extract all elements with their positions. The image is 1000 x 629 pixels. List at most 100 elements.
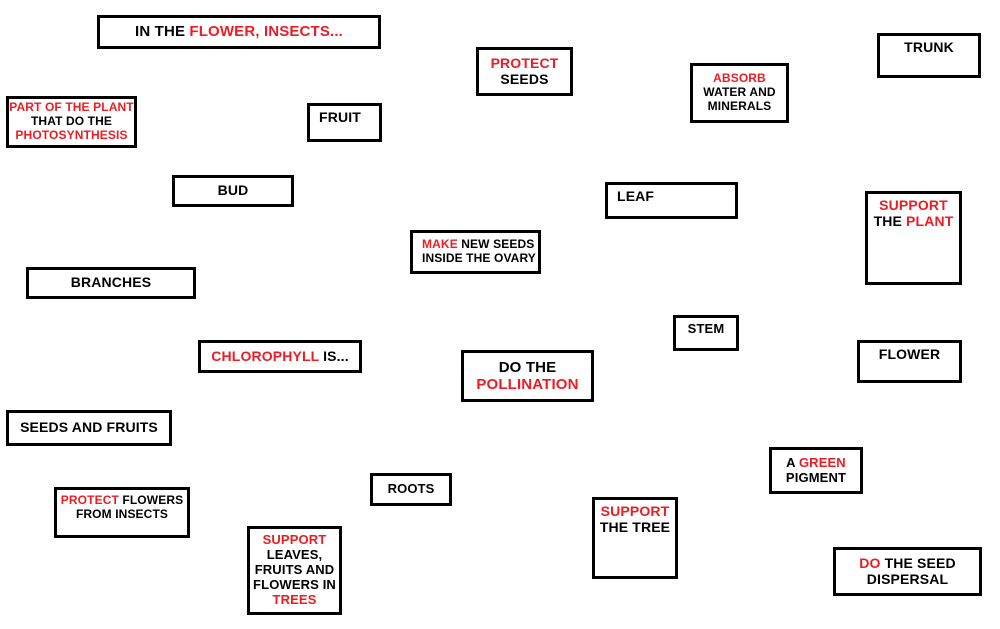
card-text-line: WATER AND xyxy=(703,85,776,100)
concept-card-branches[interactable]: BRANCHES xyxy=(26,267,196,299)
highlighted-term: MAKE xyxy=(422,237,458,252)
concept-card-stem[interactable]: STEM xyxy=(673,315,739,351)
highlighted-term: ABSORB xyxy=(713,71,766,86)
highlighted-term: SUPPORT xyxy=(600,503,670,519)
plain-term: SEEDS xyxy=(500,70,549,87)
card-text-line: PHOTOSYNTHESIS xyxy=(15,127,128,143)
highlighted-term: PROTECT xyxy=(60,493,119,507)
plain-term: THE TREE xyxy=(599,518,671,535)
card-text-line: DO THE SEED xyxy=(859,554,956,572)
plain-term: FRUITS AND xyxy=(254,562,335,578)
card-text-line: SUPPORT xyxy=(600,503,670,520)
plain-term: THE SEED xyxy=(880,554,956,571)
plain-term: BUD xyxy=(217,182,249,199)
plain-term: FLOWERS xyxy=(118,493,184,507)
plain-term: DISPERSAL xyxy=(866,570,949,587)
card-text-line: THE TREE xyxy=(599,518,671,536)
card-text-line: PIGMENT xyxy=(785,469,847,486)
card-text-line: FRUIT xyxy=(319,109,361,126)
card-text-line: POLLINATION xyxy=(476,376,578,393)
card-text-line: PROTECT xyxy=(490,54,559,72)
plain-term: FLOWERS IN xyxy=(253,576,336,592)
plain-term: STEM xyxy=(687,321,725,336)
highlighted-term: FLOWER, INSECTS... xyxy=(189,23,343,41)
card-text-line: THE PLANT xyxy=(873,212,954,230)
plain-term: IS... xyxy=(319,347,349,364)
plain-term: LEAVES, xyxy=(266,547,323,563)
highlighted-term: TREES xyxy=(272,591,317,607)
card-text-line: CHLOROPHYLL IS... xyxy=(211,347,349,365)
plain-term: PIGMENT xyxy=(785,469,847,485)
card-text-line: BUD xyxy=(217,182,249,199)
card-text-line: DISPERSAL xyxy=(866,570,949,588)
card-text-line: FROM INSECTS xyxy=(75,506,169,522)
plain-term: ROOTS xyxy=(387,481,435,497)
highlighted-term: GREEN xyxy=(798,454,846,470)
highlighted-term: DO xyxy=(859,554,881,571)
plain-term: IN THE xyxy=(135,23,190,41)
concept-card-fruit[interactable]: FRUIT xyxy=(307,103,382,142)
plain-term: THAT DO THE xyxy=(30,114,113,129)
concept-card-bud[interactable]: BUD xyxy=(172,175,294,207)
highlighted-term: PROTECT xyxy=(490,54,559,71)
plain-term: FRUIT xyxy=(319,109,361,125)
highlighted-term: POLLINATION xyxy=(476,376,579,393)
concept-card-leaf[interactable]: LEAF xyxy=(605,182,738,219)
card-text-line: FRUITS AND xyxy=(254,562,335,578)
card-text-line: SEEDS xyxy=(500,70,549,88)
card-text-line: LEAVES, xyxy=(266,547,323,563)
card-text-line: MINERALS xyxy=(707,98,772,114)
card-text-line: SUPPORT xyxy=(263,533,327,548)
concept-card-flower[interactable]: FLOWER xyxy=(857,340,962,383)
card-text-line: SUPPORT xyxy=(879,197,948,214)
plain-term: NEW SEEDS xyxy=(457,237,535,252)
concept-card-chlorophyll-is[interactable]: CHLOROPHYLL IS... xyxy=(198,340,362,373)
concept-card-roots[interactable]: ROOTS xyxy=(370,473,452,506)
card-text-line: IN THE FLOWER, INSECTS... xyxy=(135,23,343,40)
plain-term: FLOWER xyxy=(878,346,941,362)
card-text-line: ABSORB xyxy=(713,72,766,86)
card-text-line: BRANCHES xyxy=(70,274,152,291)
plain-term: INSIDE THE OVARY xyxy=(422,251,536,265)
plain-term: SEEDS AND FRUITS xyxy=(20,419,158,436)
plain-term: WATER AND xyxy=(703,85,776,100)
card-text-line: DO THE xyxy=(499,359,557,376)
card-text-line: THAT DO THE xyxy=(30,114,113,129)
card-text-line: A GREEN xyxy=(786,454,846,471)
card-text-line: SEEDS AND FRUITS xyxy=(20,419,158,436)
plain-term: A xyxy=(786,454,799,470)
card-text-line: TRUNK xyxy=(904,39,954,56)
card-text-line: MAKE NEW SEEDS xyxy=(422,237,535,252)
concept-card-seeds-and-fruits[interactable]: SEEDS AND FRUITS xyxy=(6,410,172,446)
card-text-line: FLOWERS IN xyxy=(253,576,336,593)
highlighted-term: PART OF THE PLANT xyxy=(9,100,134,115)
plain-term: MINERALS xyxy=(707,98,772,113)
card-text-line: INSIDE THE OVARY xyxy=(422,251,536,266)
plain-term: TRUNK xyxy=(904,39,954,55)
card-text-line: STEM xyxy=(687,321,725,337)
plain-term: LEAF xyxy=(617,188,655,204)
highlighted-term: PLANT xyxy=(906,212,954,229)
card-text-line: LEAF xyxy=(617,188,655,205)
plain-term: FROM INSECTS xyxy=(75,506,169,521)
concept-card-trunk[interactable]: TRUNK xyxy=(877,33,981,78)
highlighted-term: PHOTOSYNTHESIS xyxy=(15,127,128,142)
card-text-line: FLOWER xyxy=(878,346,941,363)
card-text-line: TREES xyxy=(272,591,317,608)
plain-term: BRANCHES xyxy=(70,274,152,291)
plain-term: THE xyxy=(873,212,907,229)
concept-card-in-the-flower-insects[interactable]: IN THE FLOWER, INSECTS... xyxy=(97,15,381,49)
card-text-line: PROTECT FLOWERS xyxy=(60,493,184,508)
